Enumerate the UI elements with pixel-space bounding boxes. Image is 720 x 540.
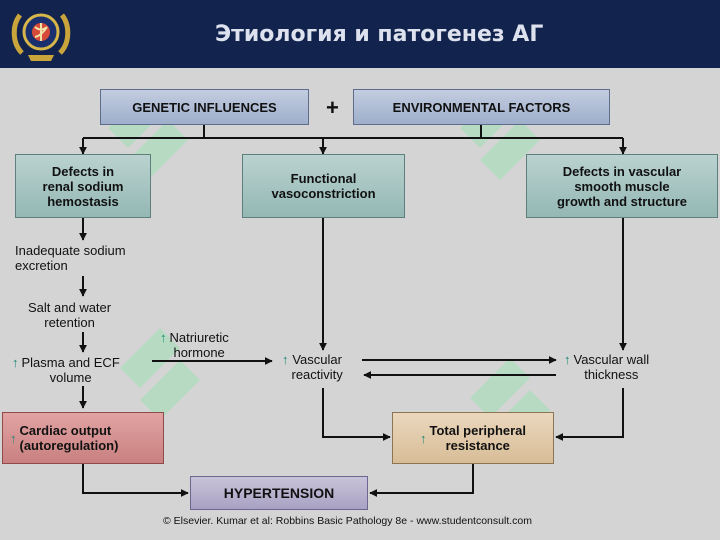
vascular-reactivity-item: ↑ Vascular reactivity [282,352,343,382]
increase-arrow-icon: ↑ [419,430,427,446]
functional-vasoconstriction-box: Functional vasoconstriction [242,154,405,218]
natriuretic-item: ↑ Natriuretic hormone [160,330,229,360]
increase-arrow-icon: ↑ [564,352,571,367]
salt-water-label: Salt and water retention [28,300,112,330]
environmental-factors-box: ENVIRONMENTAL FACTORS [353,89,610,125]
increase-arrow-icon: ↑ [282,352,289,367]
vascular-defects-box: Defects in vascular smooth muscle growth… [526,154,718,218]
plasma-ecf-label: Plasma and ECF volume [21,355,120,385]
source-credit: © Elsevier. Kumar et al: Robbins Basic P… [163,515,532,527]
page-title: Этиология и патогенез АГ [215,22,544,47]
cardiac-output-label: Cardiac output (autoregulation) [19,423,119,453]
cardiac-output-box: ↑ Cardiac output (autoregulation) [2,412,164,464]
watermark-shapes [108,88,550,450]
genetic-influences-box: GENETIC INFLUENCES [100,89,309,125]
natriuretic-label: Natriuretic hormone [169,330,229,360]
vascular-wall-item: ↑ Vascular wall thickness [564,352,649,382]
vascular-reactivity-label: Vascular reactivity [291,352,343,382]
peripheral-resistance-label: Total peripheral resistance [429,423,527,453]
pathogenesis-diagram: GENETIC INFLUENCES + ENVIRONMENTAL FACTO… [0,68,720,540]
increase-arrow-icon: ↑ [12,355,19,370]
plasma-ecf-item: ↑ Plasma and ECF volume [12,355,162,385]
inadequate-sodium-label: Inadequate sodium excretion [15,243,126,273]
renal-sodium-defects-box: Defects in renal sodium hemostasis [15,154,151,218]
increase-arrow-icon: ↑ [10,430,17,446]
plus-sign: + [326,95,339,120]
emblem-icon [11,13,71,61]
header-bar: Этиология и патогенез АГ [0,0,720,68]
vascular-wall-label: Vascular wall thickness [573,352,650,382]
peripheral-resistance-box: ↑ Total peripheral resistance [392,412,554,464]
increase-arrow-icon: ↑ [160,330,167,345]
hypertension-box: HYPERTENSION [190,476,368,510]
